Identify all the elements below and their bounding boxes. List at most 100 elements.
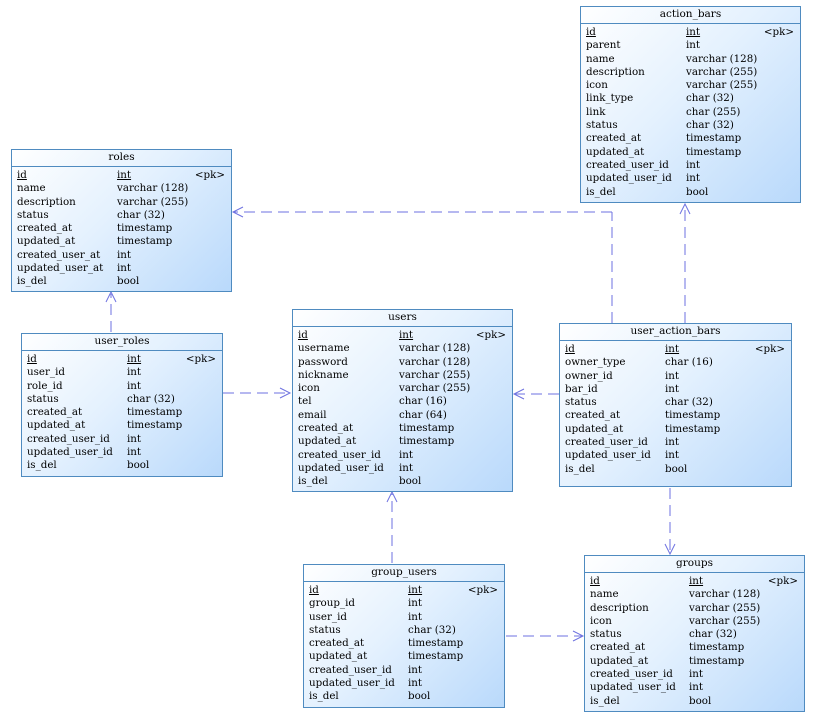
column-type: timestamp: [686, 145, 742, 158]
column-name: is_del: [27, 459, 57, 472]
column-row: status char (32): [585, 628, 804, 641]
column-row: updated_at timestamp: [581, 146, 800, 159]
column-name: created_user_id: [590, 668, 673, 681]
column-name: name: [17, 182, 46, 195]
column-name: created_at: [27, 406, 83, 419]
column-type: int: [408, 610, 423, 623]
column-row: created_at timestamp: [560, 409, 791, 422]
column-name: updated_at: [586, 145, 645, 158]
column-type: varchar (128): [689, 588, 761, 601]
column-type: int: [127, 366, 142, 379]
column-name: created_user_id: [565, 436, 648, 449]
primary-key-marker: <pk>: [185, 353, 216, 365]
column-name: description: [586, 65, 645, 78]
column-type: int: [408, 677, 423, 690]
column-type: timestamp: [665, 422, 721, 435]
column-type: int: [665, 436, 680, 449]
column-name: name: [590, 588, 619, 601]
arrowhead-users-from-group-users: [386, 490, 398, 503]
column-name: link_type: [586, 92, 634, 105]
column-type: char (32): [686, 92, 734, 105]
entity-title: action_bars: [581, 7, 800, 24]
column-type: int: [665, 369, 680, 382]
column-name: id: [27, 353, 37, 365]
column-name: created_user_id: [298, 448, 381, 461]
primary-key-marker: <pk>: [767, 575, 798, 587]
column-type: int: [117, 248, 132, 261]
column-type: timestamp: [117, 222, 173, 235]
column-name: bar_id: [565, 382, 598, 395]
column-type: int: [127, 379, 142, 392]
column-type: timestamp: [665, 409, 721, 422]
column-type: char (32): [689, 628, 737, 641]
column-type: bool: [665, 462, 688, 475]
column-name: tel: [298, 395, 312, 408]
column-type: timestamp: [117, 235, 173, 248]
column-type: int: [665, 382, 680, 395]
column-type: int: [117, 262, 132, 275]
column-name: updated_at: [27, 419, 86, 432]
column-name: created_user_id: [586, 158, 669, 171]
column-type: varchar (255): [686, 65, 758, 78]
column-name: is_del: [309, 690, 339, 703]
primary-key-marker: <pk>: [194, 169, 225, 181]
column-name: created_at: [565, 409, 621, 422]
column-name: owner_type: [565, 356, 626, 369]
arrowhead-groups-from-user-action-bars: [664, 543, 676, 556]
column-type: varchar (128): [399, 355, 471, 368]
column-name: status: [309, 623, 341, 636]
column-name: id: [565, 343, 575, 355]
column-name: updated_user_id: [298, 461, 384, 474]
column-type: int: [399, 448, 414, 461]
column-type: int: [689, 575, 704, 587]
column-type: int: [686, 26, 701, 38]
column-name: is_del: [590, 694, 620, 707]
column-row: name varchar (128): [585, 588, 804, 601]
column-type: varchar (255): [689, 614, 761, 627]
column-type: char (32): [117, 208, 165, 221]
column-name: status: [590, 628, 622, 641]
column-name: created_at: [586, 132, 642, 145]
column-type: timestamp: [689, 641, 745, 654]
column-name: id: [586, 26, 596, 38]
column-row: link_type char (32): [581, 92, 800, 105]
column-type: int: [689, 681, 704, 694]
column-name: created_user_id: [27, 432, 110, 445]
column-type: int: [127, 432, 142, 445]
column-name: id: [298, 329, 308, 341]
column-type: int: [665, 343, 680, 355]
column-type: char (255): [686, 105, 741, 118]
column-row: created_user_id int: [293, 449, 512, 462]
column-name: updated_user_id: [565, 449, 651, 462]
primary-key-marker: <pk>: [763, 26, 794, 38]
column-name: link: [586, 105, 606, 118]
